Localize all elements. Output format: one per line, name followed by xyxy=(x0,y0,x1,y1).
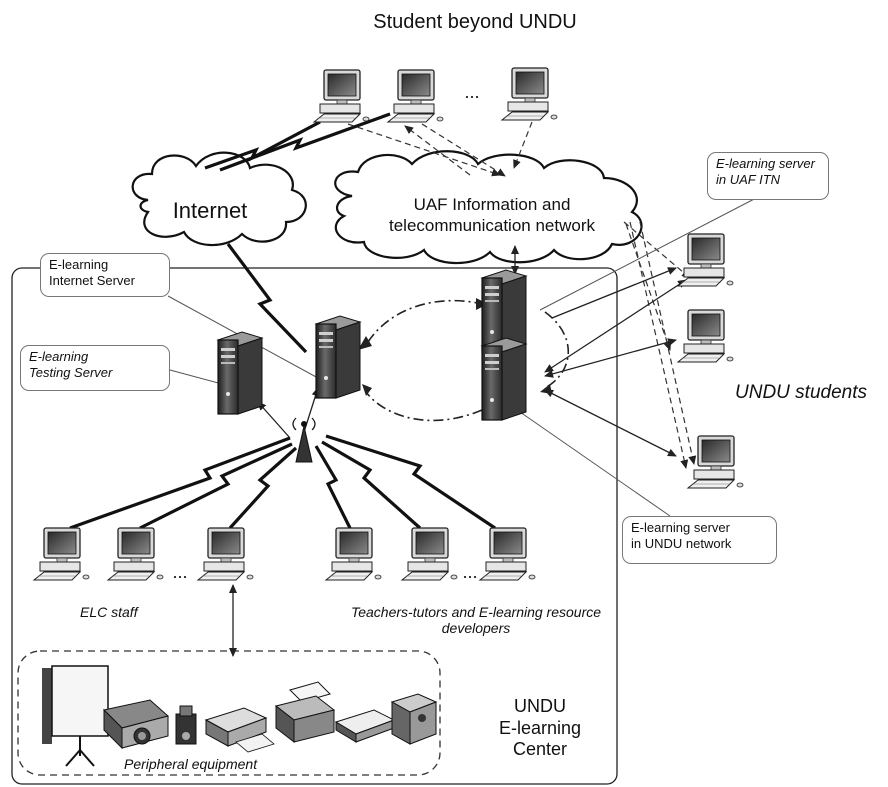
peripheral-label: Peripheral equipment xyxy=(124,756,258,772)
arrow-unduserver-pc-r1 xyxy=(544,279,687,373)
projector-icon xyxy=(102,699,170,750)
computer-student-1-icon xyxy=(677,233,734,287)
computer-staff-1-icon xyxy=(33,527,90,581)
printer-icon xyxy=(274,681,336,744)
testing-server-callout: E-learning Testing Server xyxy=(20,345,170,391)
center-label: UNDU E-learning Center xyxy=(480,696,600,761)
ellipsis-top: ... xyxy=(464,82,479,102)
laser-printer-icon xyxy=(390,693,438,745)
projection-screen-icon xyxy=(42,665,109,767)
center-label-line3: Center xyxy=(512,739,568,760)
center-label-line1: UNDU xyxy=(514,696,566,716)
link-internet-pc2 xyxy=(219,112,391,172)
teachers-label: Teachers-tutors and E-learning resource … xyxy=(296,604,656,636)
testing-server-callout-line2: Testing Server xyxy=(29,364,113,380)
arrow-unduserver-pc-r3 xyxy=(544,389,677,457)
computer-staff-2-icon xyxy=(107,527,164,581)
computer-staff-3-icon xyxy=(197,527,254,581)
computer-top-2-icon xyxy=(387,69,444,123)
ellipsis-staff: ... xyxy=(172,562,187,582)
dash-uaf-pc-r1 xyxy=(623,221,691,279)
link-hub-pc6 xyxy=(325,434,496,530)
link-hub-pc2 xyxy=(139,442,293,530)
computer-student-2-icon xyxy=(677,309,734,363)
internet-label: Internet xyxy=(173,198,248,223)
link-hub-pc5 xyxy=(321,440,422,530)
uaf-network-label-line1: UAF Information and xyxy=(414,195,571,214)
undu-center-boundary xyxy=(11,267,618,785)
internet-server-callout-line2: Internet Server xyxy=(49,272,135,288)
uaf-server-callout-line2: in UAF ITN xyxy=(716,171,781,187)
teachers-label-line2: developers xyxy=(441,620,511,637)
arrow-uafserver-pc-r1 xyxy=(551,267,677,319)
link-hub-pc3 xyxy=(228,446,298,530)
undu-server-callout-line1: E-learning server xyxy=(631,520,730,535)
link-hub-pc1 xyxy=(69,436,291,530)
internet-cloud xyxy=(131,151,307,247)
computer-top-1-icon xyxy=(313,69,370,123)
dash-pc3-uaf xyxy=(513,121,533,169)
internet-server-callout: E-learning Internet Server xyxy=(40,253,170,297)
arrow-hub-testing xyxy=(257,401,291,439)
link-internet-server xyxy=(226,243,308,354)
camcorder-icon xyxy=(175,705,197,745)
scanner-icon xyxy=(204,707,275,753)
undu-students-label: UNDU students xyxy=(735,382,867,403)
computer-teacher-3-icon xyxy=(479,527,536,581)
link-internet-pc1 xyxy=(204,120,321,170)
dash-uaf-pc2 xyxy=(404,125,471,176)
undu-server-callout-line2: in UNDU network xyxy=(631,535,732,551)
leader-testing-server xyxy=(169,369,223,385)
ellipsis-teachers: ... xyxy=(462,562,477,582)
computer-teacher-2-icon xyxy=(401,527,458,581)
uaf-server-callout-line1: E-learning server xyxy=(716,156,815,171)
page-title: Student beyond UNDU xyxy=(373,11,576,33)
server-sync-loop xyxy=(365,299,569,422)
center-label-line2: E-learning xyxy=(498,717,582,738)
uaf-network-label-line2: telecommunication network xyxy=(389,216,595,235)
server-testing-icon xyxy=(217,331,263,415)
leader-uaf-server xyxy=(539,195,761,311)
undu-server-callout: E-learning server in UNDU network xyxy=(622,516,777,564)
wireless-hub-icon xyxy=(292,417,316,463)
testing-server-callout-line1: E-learning xyxy=(29,349,89,364)
teachers-label-line1: Teachers-tutors and E-learning resource xyxy=(350,604,602,620)
internet-server-callout-line1: E-learning xyxy=(49,257,109,272)
arrow-unduserver-pc-r2 xyxy=(544,338,677,378)
computer-student-3-icon xyxy=(687,435,744,489)
dash-pc1-uaf xyxy=(347,123,501,177)
leader-undu-server xyxy=(519,411,671,517)
computer-top-3-icon xyxy=(501,67,558,121)
dash-pc2-uaf xyxy=(421,123,506,177)
elc-staff-label: ELC staff xyxy=(80,604,138,620)
computer-teacher-1-icon xyxy=(325,527,382,581)
flatbed-scanner-icon xyxy=(334,709,396,743)
server-undu-icon xyxy=(481,337,527,421)
link-hub-pc4 xyxy=(314,445,352,529)
server-internet-icon xyxy=(315,315,361,399)
uaf-server-callout: E-learning server in UAF ITN xyxy=(707,152,829,200)
